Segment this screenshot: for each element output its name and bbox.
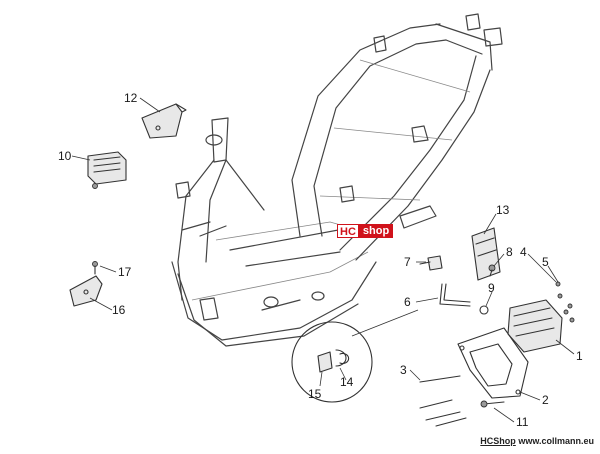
part-11-bolt [480, 400, 505, 408]
callout-5: 5 [542, 255, 549, 269]
site-credit: HCShop www.collmann.eu [480, 436, 594, 446]
part-16-plate [69, 275, 103, 307]
callout-7: 7 [404, 255, 411, 269]
hcshop-watermark: HC shop [337, 224, 394, 238]
callout-6: 6 [404, 295, 411, 309]
part-12-bracket [141, 103, 187, 139]
callout-10: 10 [58, 149, 72, 163]
watermark-shop: shop [358, 224, 394, 238]
callout-17: 17 [118, 265, 132, 279]
part-10-regulator [87, 151, 127, 189]
part-6-pipe [439, 283, 471, 307]
part-13-cover [471, 227, 501, 281]
watermark-hc: HC [337, 224, 359, 238]
scooter-frame [171, 13, 503, 347]
callout-11: 11 [516, 415, 529, 429]
credit-brand: HCShop [480, 436, 516, 446]
callout-12: 12 [124, 91, 138, 105]
callout-8: 8 [506, 245, 513, 259]
callout-15: 15 [308, 387, 322, 401]
callout-14: 14 [340, 375, 354, 389]
callout-3: 3 [400, 363, 407, 377]
credit-site: www.collmann.eu [518, 436, 594, 446]
callout-4: 4 [520, 245, 527, 259]
part-7-clip [419, 255, 443, 271]
part-3-bolts [419, 375, 467, 427]
detail-circle [291, 309, 419, 403]
callout-16: 16 [112, 303, 126, 317]
leader-lines [71, 97, 575, 423]
callouts: 12 10 17 16 13 8 7 5 4 6 9 1 3 14 15 2 1… [58, 91, 583, 429]
part-9-ring [479, 305, 489, 315]
part-8-screw [488, 264, 496, 277]
callout-9: 9 [488, 281, 495, 295]
part-17-screw [92, 261, 98, 275]
callout-1: 1 [576, 349, 583, 363]
callout-13: 13 [496, 203, 510, 217]
part-4-5-nuts [555, 281, 575, 323]
callout-2: 2 [542, 393, 549, 407]
